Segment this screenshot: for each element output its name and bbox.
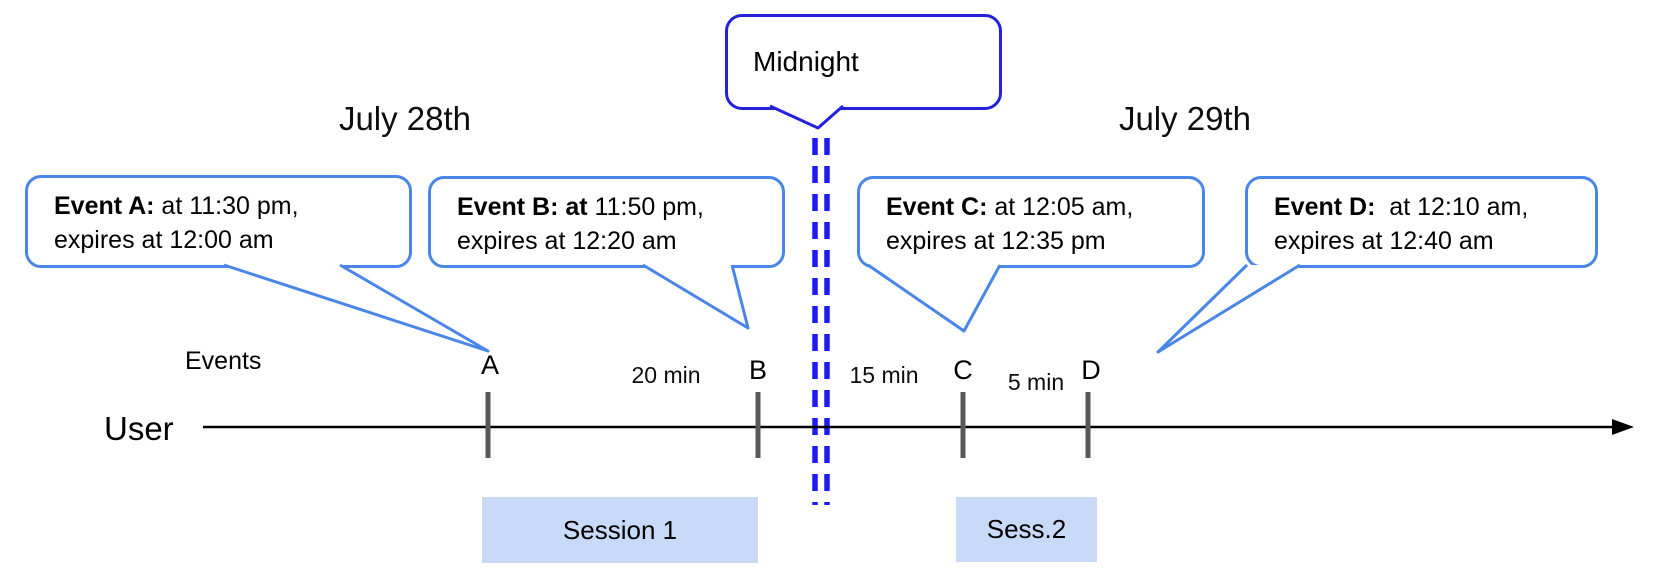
event-b-detail: 11:50 pm, expires at 12:20 am [457,193,704,255]
event-d-title: Event D: [1274,193,1376,221]
date-label-july-29: July 29th [1118,100,1252,137]
midnight-callout: Midnight [725,14,1002,110]
event-d-detail: at 12:10 am, expires at 12:40 am [1274,193,1529,255]
event-d-callout: Event D: at 12:10 am, expires at 12:40 a… [1245,176,1598,268]
midnight-label: Midnight [753,46,859,77]
event-a-callout-tail [223,263,490,353]
tick-label-a: A [480,350,500,380]
interval-label-15min: 15 min [849,362,919,388]
event-a-title: Event A: [54,192,155,220]
date-label-july-28: July 28th [338,100,472,137]
events-axis-label: Events [185,347,262,375]
session-2-box: Sess.2 [956,497,1097,562]
tick-label-b: B [748,355,768,385]
event-b-callout: Event B: at 11:50 pm, expires at 12:20 a… [428,176,785,268]
tick-label-c: C [953,355,973,385]
event-a-detail: at 11:30 pm, expires at 12:00 am [54,192,299,254]
event-c-detail: at 12:05 am, expires at 12:35 pm [886,193,1134,255]
event-b-callout-tail [642,263,750,330]
event-a-callout: Event A: at 11:30 pm, expires at 12:00 a… [25,175,412,268]
event-c-title: Event C: [886,193,988,221]
interval-label-20min: 20 min [631,362,701,388]
event-b-title: Event B: at [457,193,588,221]
session-1-box: Session 1 [482,497,758,563]
event-c-callout: Event C: at 12:05 am, expires at 12:35 p… [857,176,1205,268]
tick-label-d: D [1081,355,1101,385]
user-axis-label: User [104,410,174,447]
session-1-label: Session 1 [562,514,678,545]
session-2-label: Sess.2 [986,514,1067,544]
timeline-arrowhead-icon [1612,419,1634,435]
event-d-callout-tail [1156,263,1301,354]
event-c-callout-tail [867,263,1002,333]
interval-label-5min: 5 min [1007,369,1065,395]
